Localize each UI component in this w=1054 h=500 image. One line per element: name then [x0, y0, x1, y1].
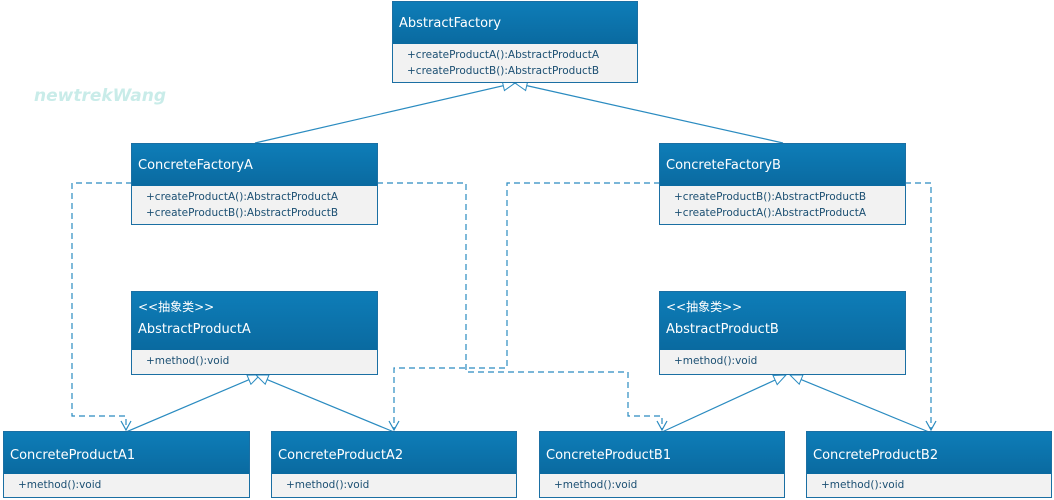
class-header: ConcreteProductB1: [540, 432, 784, 474]
class-stereotype: <<抽象类>>: [138, 300, 215, 314]
class-concrete-product-a2[interactable]: ConcreteProductA2 +method():void: [271, 431, 517, 498]
method-item: +createProductB():AbstractProductB: [674, 191, 867, 203]
dependency-factory-b-to-b2: [905, 182, 937, 432]
class-methods: +method():void: [272, 474, 516, 494]
dependency-factory-a-to-b1: [377, 182, 668, 432]
class-concrete-factory-b[interactable]: ConcreteFactoryB +createProductB():Abstr…: [659, 143, 906, 225]
class-name: ConcreteProductB1: [546, 448, 672, 463]
method-item: +createProductA():AbstractProductA: [407, 49, 600, 61]
class-name: ConcreteFactoryB: [666, 158, 781, 173]
class-abstract-product-b[interactable]: <<抽象类>> AbstractProductB +method():void: [659, 291, 906, 375]
class-name: AbstractProductB: [666, 322, 779, 337]
class-header: <<抽象类>> AbstractProductB: [660, 292, 905, 350]
class-header: ConcreteProductA2: [272, 432, 516, 474]
generalization-product-a2: [256, 374, 395, 433]
watermark-text: newtrekWang: [34, 86, 167, 106]
generalization-factory-a: [254, 83, 515, 144]
generalization-product-b2: [790, 375, 930, 433]
class-header: ConcreteProductB2: [807, 432, 1051, 474]
method-item: +method():void: [146, 355, 230, 367]
class-methods: +createProductB():AbstractProductB +crea…: [660, 186, 905, 221]
class-name: ConcreteProductA1: [10, 448, 136, 463]
class-methods: +method():void: [132, 350, 377, 370]
class-methods: +method():void: [4, 474, 249, 494]
class-methods: +method():void: [807, 474, 1051, 494]
class-methods: +method():void: [540, 474, 784, 494]
class-name: ConcreteProductB2: [813, 448, 939, 463]
class-concrete-product-a1[interactable]: ConcreteProductA1 +method():void: [3, 431, 250, 498]
generalization-product-b1: [661, 374, 786, 433]
class-stereotype: <<抽象类>>: [666, 300, 743, 314]
method-item: +method():void: [18, 479, 102, 491]
class-header: AbstractFactory: [393, 2, 637, 44]
class-abstract-factory[interactable]: AbstractFactory +createProductA():Abstra…: [392, 1, 638, 83]
generalization-factory-b: [515, 83, 784, 144]
method-item: +createProductB():AbstractProductB: [146, 206, 339, 219]
class-methods: +createProductA():AbstractProductA +crea…: [393, 44, 637, 79]
method-item: +method():void: [821, 479, 905, 491]
method-item: +createProductB():AbstractProductB: [407, 64, 600, 77]
class-name: ConcreteFactoryA: [138, 158, 253, 173]
class-abstract-product-a[interactable]: <<抽象类>> AbstractProductA +method():void: [131, 291, 378, 375]
class-concrete-product-b2[interactable]: ConcreteProductB2 +method():void: [806, 431, 1052, 498]
method-item: +method():void: [674, 355, 758, 367]
method-item: +method():void: [286, 479, 370, 491]
class-concrete-product-b1[interactable]: ConcreteProductB1 +method():void: [539, 431, 785, 498]
method-item: +createProductA():AbstractProductA: [146, 191, 339, 203]
class-header: ConcreteProductA1: [4, 432, 249, 474]
method-item: +createProductA():AbstractProductA: [674, 206, 867, 219]
class-concrete-factory-a[interactable]: ConcreteFactoryA +createProductA():Abstr…: [131, 143, 378, 225]
class-header: ConcreteFactoryA: [132, 144, 377, 186]
class-name: ConcreteProductA2: [278, 448, 404, 463]
dependency-factory-a-to-a1: [71, 182, 132, 432]
class-header: ConcreteFactoryB: [660, 144, 905, 186]
class-methods: +method():void: [660, 350, 905, 370]
class-header: <<抽象类>> AbstractProductA: [132, 292, 377, 350]
class-name: AbstractFactory: [399, 16, 502, 31]
class-name: AbstractProductA: [138, 322, 251, 337]
generalization-product-a1: [125, 374, 260, 433]
method-item: +method():void: [554, 479, 638, 491]
class-methods: +createProductA():AbstractProductA +crea…: [132, 186, 377, 221]
dependency-factory-b-to-a2: [388, 182, 660, 432]
